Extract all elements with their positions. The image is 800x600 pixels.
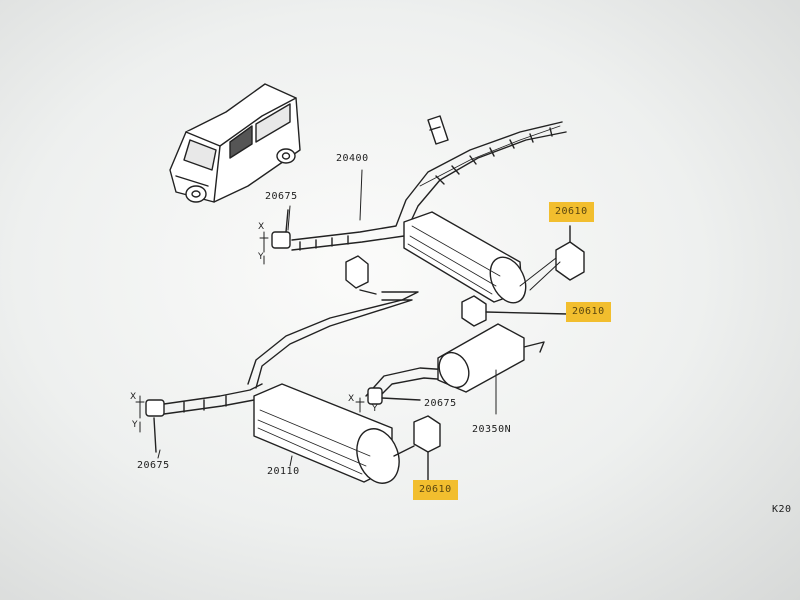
dimension-mark-y: Y [372, 404, 378, 414]
part-label-20610-highlighted-a: 20610 [549, 202, 594, 222]
part-label-20110: 20110 [267, 466, 300, 477]
rubber-mount-20610-b-drawing [461, 295, 569, 327]
rubber-mount-20610-c-drawing [413, 415, 441, 481]
leader-lines [157, 169, 363, 467]
dimension-mark-x: X [348, 394, 355, 404]
van-illustration [169, 83, 301, 203]
rubber-mount-top-drawing [427, 115, 449, 145]
rubber-mount-mid-drawing [345, 255, 377, 295]
dimension-mark-y: Y [258, 252, 264, 262]
part-label-20675-mid: 20675 [424, 398, 457, 409]
main-silencer-20110-drawing [253, 383, 415, 484]
clamp-20675-top-drawing [259, 209, 291, 265]
front-pipe-20400-drawing [291, 121, 567, 251]
clamp-20675-left-drawing [135, 395, 165, 453]
dimension-mark-x: X [258, 222, 265, 232]
part-label-20400: 20400 [336, 153, 369, 164]
dimension-mark-y: Y [132, 420, 138, 430]
page-reference: K20 [772, 504, 792, 515]
rubber-mount-20610-a-drawing [519, 225, 585, 291]
rear-silencer-20350N-drawing [437, 323, 525, 415]
dimension-mark-x: X [130, 392, 137, 402]
front-silencer-drawing [403, 211, 527, 304]
part-label-20610-highlighted-c: 20610 [413, 480, 458, 500]
part-label-20610-highlighted-b: 20610 [566, 302, 611, 322]
part-label-20675-top: 20675 [265, 191, 298, 202]
part-label-20350N: 20350N [472, 424, 512, 435]
clamp-20675-mid-drawing [355, 387, 421, 413]
part-label-20675-left: 20675 [137, 460, 170, 471]
